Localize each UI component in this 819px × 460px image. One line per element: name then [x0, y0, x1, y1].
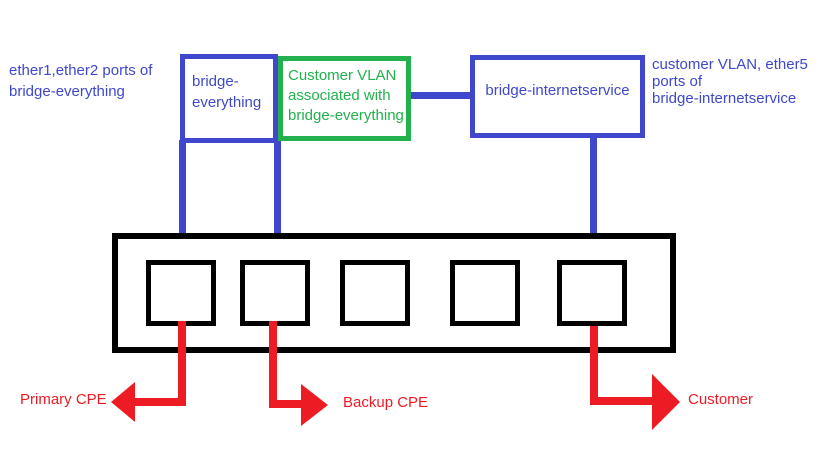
customer-arrow-line-vertical: [590, 326, 598, 405]
customer-arrow-line-horizontal: [594, 397, 654, 405]
right-annotation: customer VLAN, ether5 ports of bridge-in…: [652, 56, 808, 107]
backup-cpe-arrow-line-horizontal: [273, 400, 303, 408]
bridge-internetservice-box: bridge-internetservice: [470, 55, 645, 138]
primary-cpe-label: Primary CPE: [20, 391, 107, 408]
arrowhead-right-icon: [652, 374, 680, 430]
port-3: [340, 260, 410, 326]
port-1: [146, 260, 216, 326]
primary-cpe-arrow-line-vertical: [178, 321, 186, 406]
arrowhead-left-icon: [111, 382, 135, 422]
connector-ether1-line: [179, 140, 186, 265]
connector-ether5-line: [590, 136, 597, 265]
port-2: [240, 260, 310, 326]
arrowhead-right-icon: [301, 384, 328, 426]
backup-cpe-label: Backup CPE: [343, 394, 429, 411]
primary-cpe-arrow-line-horizontal: [130, 398, 182, 406]
connector-vlan-to-bridge-line: [408, 92, 470, 99]
left-annotation: ether1,ether2 ports of bridge-everything: [9, 62, 153, 100]
port-5: [557, 260, 627, 326]
customer-label: Customer: [688, 391, 754, 408]
customer-vlan-box: Customer VLAN associated with bridge-eve…: [278, 56, 411, 141]
port-4: [450, 260, 520, 326]
bridge-everything-box: bridge- everything: [180, 54, 278, 143]
backup-cpe-arrow-line-vertical: [269, 321, 277, 408]
switch-chassis: [112, 233, 676, 353]
connector-ether2-line: [274, 140, 281, 265]
